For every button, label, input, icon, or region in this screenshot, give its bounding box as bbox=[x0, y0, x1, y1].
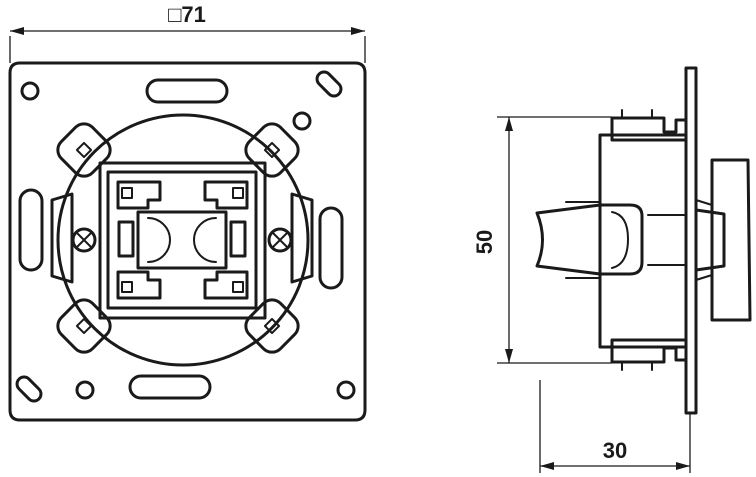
corner-claw bbox=[56, 122, 112, 178]
terminal-screw bbox=[267, 227, 293, 253]
width-label: □71 bbox=[168, 2, 206, 27]
rocker-arc bbox=[193, 217, 217, 263]
side-rocker-arm bbox=[694, 208, 726, 272]
rocker-arc bbox=[147, 217, 171, 263]
right-slot bbox=[318, 206, 344, 290]
corner-hole bbox=[336, 380, 356, 400]
side-terminal-edge bbox=[565, 201, 601, 279]
side-rocker-link bbox=[695, 199, 713, 281]
terminal-clip bbox=[121, 281, 133, 293]
contact-block bbox=[117, 220, 135, 258]
front-view bbox=[8, 61, 367, 422]
corner-claw bbox=[244, 122, 300, 178]
contact-block bbox=[229, 220, 247, 258]
lower-terminal bbox=[116, 270, 162, 300]
terminal-clip bbox=[232, 187, 244, 199]
upper-terminal bbox=[116, 180, 162, 210]
corner-hole bbox=[292, 111, 312, 131]
bottom-clip-edge bbox=[621, 361, 653, 371]
side-terminal-curve bbox=[611, 211, 629, 269]
front-plate-outline bbox=[8, 61, 367, 422]
mechanism-ring bbox=[56, 113, 310, 367]
side-terminal bbox=[535, 203, 644, 276]
width-dimension: □71 bbox=[9, 2, 366, 63]
corner-hole bbox=[20, 81, 40, 101]
top-slot bbox=[145, 78, 229, 104]
diagonal-slot bbox=[15, 375, 43, 403]
depth-label: 30 bbox=[603, 438, 627, 463]
rocker-center bbox=[136, 210, 228, 270]
terminal-clip bbox=[121, 187, 133, 199]
corner-claw bbox=[244, 298, 300, 354]
terminal-screw bbox=[71, 227, 97, 253]
right-lug bbox=[290, 192, 314, 284]
side-view bbox=[535, 66, 752, 415]
side-internal-line bbox=[647, 214, 687, 266]
top-clip bbox=[610, 116, 688, 142]
depth-dimension: 30 bbox=[539, 380, 691, 473]
bottom-slot bbox=[128, 374, 212, 400]
top-clip-edge bbox=[621, 109, 653, 119]
height-dimension: 50 bbox=[472, 116, 612, 364]
terminal-clip bbox=[232, 281, 244, 293]
side-rocker bbox=[710, 158, 752, 322]
center-housing-inner bbox=[106, 170, 258, 310]
lower-terminal bbox=[203, 270, 249, 300]
corner-claw bbox=[56, 298, 112, 354]
upper-terminal bbox=[203, 180, 249, 210]
left-slot bbox=[18, 188, 44, 272]
center-housing bbox=[98, 161, 267, 320]
corner-hole bbox=[75, 380, 95, 400]
bottom-clip bbox=[610, 338, 688, 364]
left-lug bbox=[50, 192, 74, 284]
height-label: 50 bbox=[472, 230, 497, 254]
diagonal-slot bbox=[315, 70, 343, 98]
